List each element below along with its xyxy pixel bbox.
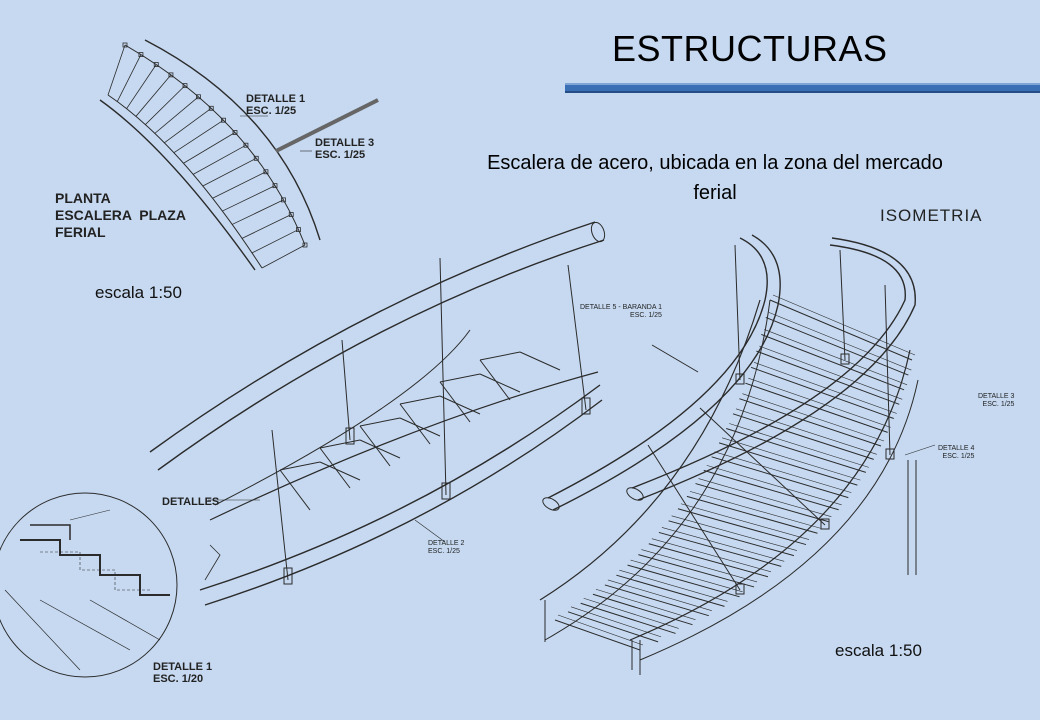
isometric-drawing [539,234,936,675]
plan-callout-detail-3: DETALLE 3 ESC. 1/25 [315,137,375,161]
detail-1-label: DETALLE 1 ESC. 1/20 [153,661,213,685]
plan-name-label: PLANTA ESCALERA PLAZA FERIAL [55,190,186,240]
slide-title: ESTRUCTURAS [612,28,888,69]
isometric-heading: ISOMETRIA [880,206,983,225]
details-drawing [149,221,606,606]
plan-scale-label: escala 1:50 [95,283,182,302]
isometric-scale-label: escala 1:50 [835,641,922,660]
detail-5-label: DETALLE 5 - BARANDA 1 ESC. 1/25 [580,304,662,319]
plan-drawing [99,39,379,271]
details-heading: DETALLES [162,496,220,508]
plan-callout-detail-1: DETALLE 1 ESC. 1/25 [246,93,306,117]
detail-1-circle [0,492,178,678]
detail-3-label: DETALLE 3 ESC. 1/25 [978,393,1015,408]
detail-4-label: DETALLE 4 ESC. 1/25 [938,445,975,460]
slide-caption: Escalera de acero, ubicada en la zona de… [487,152,943,204]
detail-2-label: DETALLE 2 ESC. 1/25 [428,540,465,555]
title-accent-bar [565,83,1040,93]
